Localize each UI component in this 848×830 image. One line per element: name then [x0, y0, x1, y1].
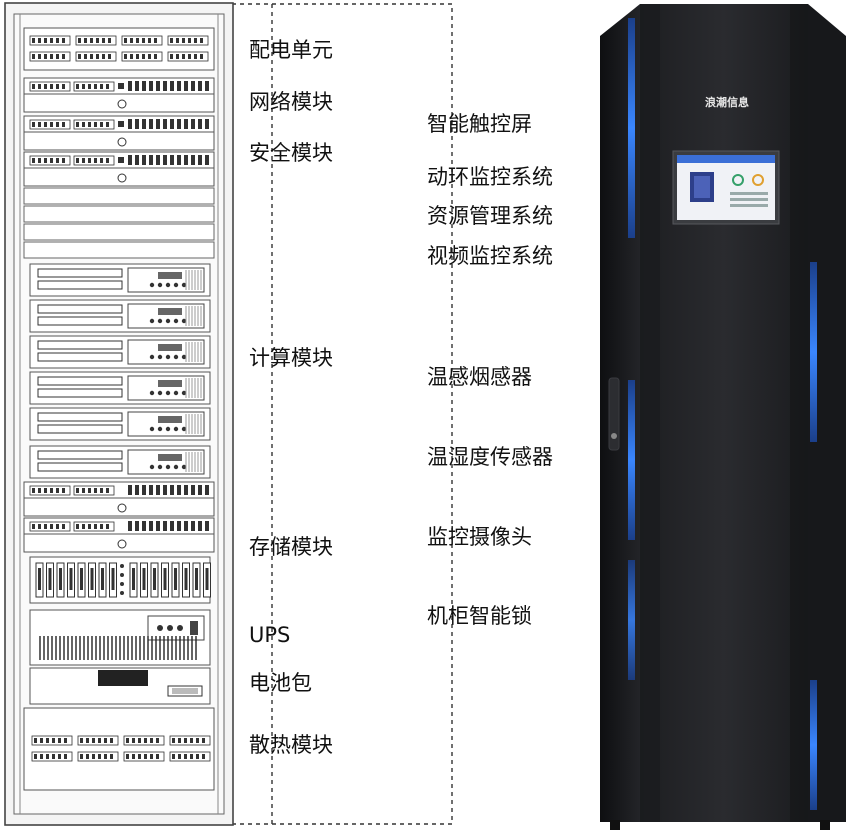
label-security-module: 安全模块 [249, 141, 333, 165]
pdu-unit [23, 27, 215, 71]
cooling-module [23, 707, 215, 791]
label-smart-lock: 机柜智能锁 [427, 604, 532, 628]
storage-array [29, 556, 211, 604]
label-network-module: 网络模块 [249, 90, 333, 114]
label-smoke-sensor: 温感烟感器 [427, 365, 532, 389]
blue-accent-left-mid [628, 380, 635, 540]
storage-switches [23, 481, 215, 553]
ups-unit [29, 609, 211, 666]
cabinet-right-panel [808, 4, 846, 822]
compute-servers [29, 263, 211, 479]
blue-accent-right-low [810, 680, 817, 810]
label-cooling-module: 散热模块 [249, 733, 333, 757]
label-compute-module: 计算模块 [249, 346, 333, 370]
label-resource-mgmt: 资源管理系统 [427, 204, 553, 228]
label-battery-pack: 电池包 [249, 671, 312, 695]
label-ups: UPS [249, 623, 291, 647]
label-video-monitor: 视频监控系统 [427, 244, 553, 268]
dashed-bracket [232, 3, 453, 825]
brand-logo: 浪潮信息 [705, 96, 749, 109]
blue-accent-left-low [628, 560, 635, 680]
label-power-unit: 配电单元 [249, 38, 333, 62]
label-touchscreen: 智能触控屏 [427, 112, 532, 136]
cabinet-front [640, 4, 808, 822]
smart-lock-handle [608, 377, 620, 451]
label-storage-module: 存储模块 [249, 535, 333, 559]
blue-accent-left-top [628, 18, 635, 238]
label-camera: 监控摄像头 [427, 525, 532, 549]
battery-pack [29, 667, 211, 705]
blank-panels [23, 187, 215, 259]
touch-screen [672, 150, 780, 225]
network-modules [23, 77, 215, 187]
label-humidity-sensor: 温湿度传感器 [427, 445, 553, 469]
blue-accent-right-mid [810, 262, 817, 442]
label-env-monitor: 动环监控系统 [427, 165, 553, 189]
